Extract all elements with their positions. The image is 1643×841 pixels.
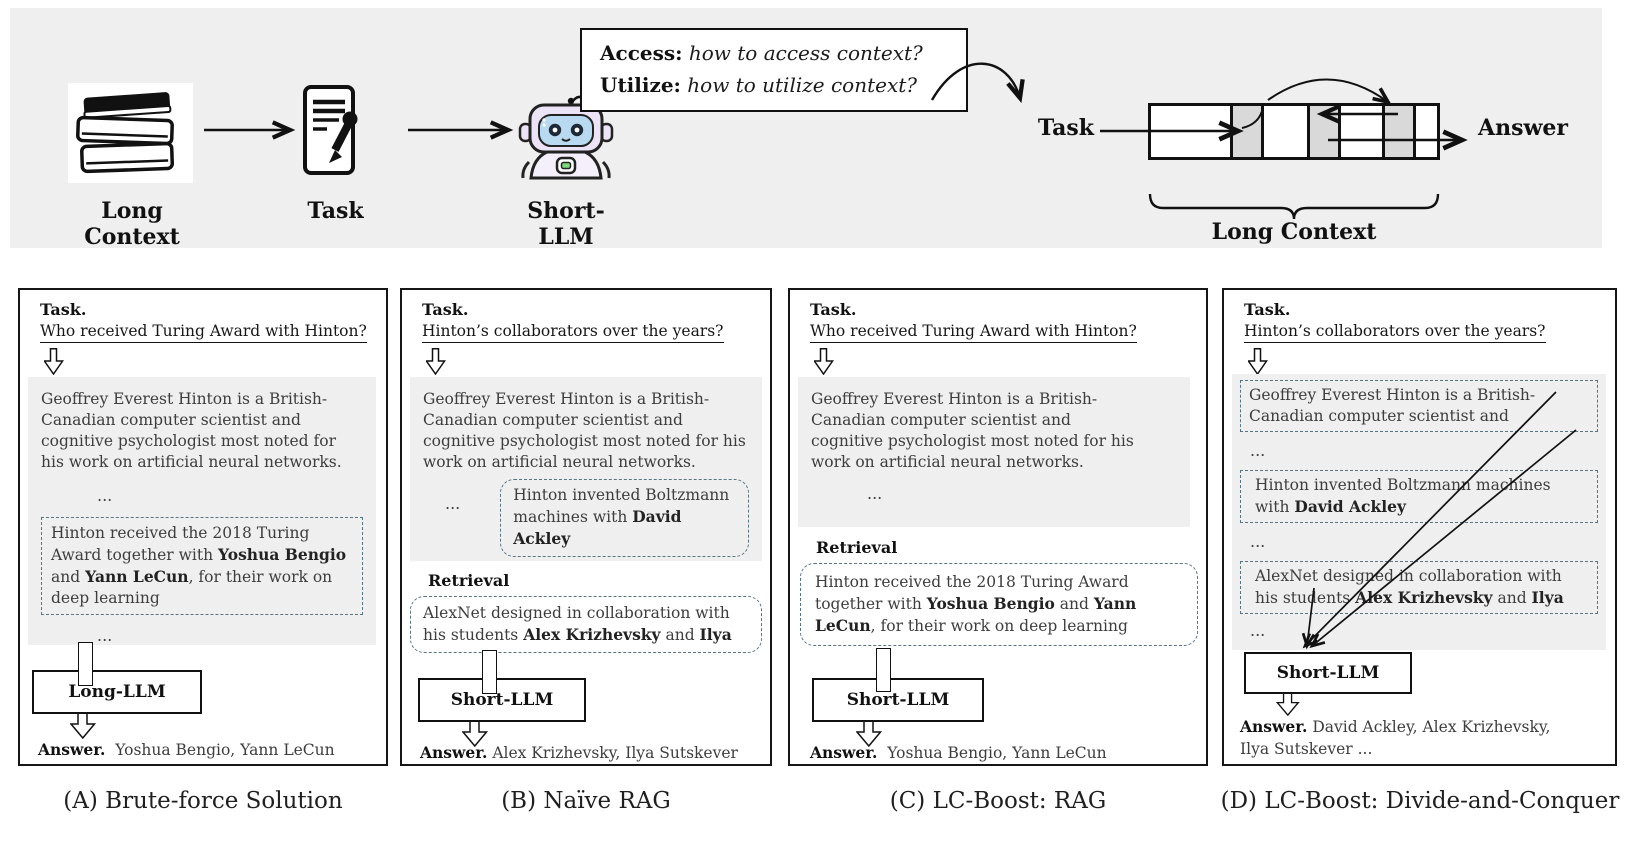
context-chunk-selected <box>1232 106 1264 157</box>
context-box: Geoffrey Everest Hinton is a British-Can… <box>1232 374 1606 650</box>
ellipsis: ... <box>97 626 113 646</box>
long-context-label: Long Context <box>84 198 180 250</box>
bubble-utilize-line: Utilize: how to utilize context? <box>600 73 918 98</box>
ellipsis: ... <box>1250 620 1266 640</box>
hollow-down-arrow-icon <box>426 348 446 375</box>
context-chunk-selected <box>1385 106 1417 157</box>
context-chunk <box>1151 106 1233 157</box>
arrow-shaft-to-llm <box>876 648 891 692</box>
retrieved-box-turing: Hinton received the 2018 Turing Award to… <box>800 563 1198 647</box>
caption-c: (C) LC-Boost: RAG <box>889 788 1107 814</box>
flow-long-context-label: Long Context <box>1211 219 1377 245</box>
context-box: Geoffrey Everest Hinton is a British-Can… <box>798 377 1190 527</box>
task-question: Hinton’s collaborators over the years? <box>422 322 724 343</box>
retrieved-box-alexnet: AlexNet designed in collaboration with h… <box>410 596 762 654</box>
chunk-box-3: AlexNet designed in collaboration with h… <box>1240 560 1598 614</box>
evidence-box-boltzmann: Hinton invented Boltzmann machines with … <box>500 479 749 557</box>
arrow-arc-over-bar <box>1267 78 1388 102</box>
short-llm-label: Short-LLM <box>527 198 605 250</box>
flow-task-label: Task <box>1037 115 1094 141</box>
overview-banner: Long Context Task <box>10 8 1602 250</box>
robot-icon <box>518 88 614 188</box>
retrieval-label: Retrieval <box>428 571 510 590</box>
llm-box: Short-LLM <box>418 678 586 722</box>
task-heading: Task. <box>40 300 87 319</box>
context-chunk-selected <box>1309 106 1342 157</box>
caption-d: (D) LC-Boost: Divide-and-Conquer <box>1220 788 1620 814</box>
evidence-box-turing: Hinton received the 2018 Turing Award to… <box>41 517 363 616</box>
panel-c-lcboost-rag: Task. Who received Turing Award with Hin… <box>788 288 1208 766</box>
hollow-down-arrow-icon <box>814 348 834 375</box>
chunk-box-2: Hinton invented Boltzmann machines with … <box>1240 469 1598 524</box>
speech-bubble: Access: how to access context? Utilize: … <box>580 28 968 112</box>
ellipsis: ... <box>867 484 883 504</box>
llm-box: Short-LLM <box>812 678 984 722</box>
arrow-shaft-to-llm <box>482 650 497 694</box>
answer-row: Answer. Yoshua Bengio, Yann LeCun <box>810 743 1107 762</box>
task-heading: Task. <box>810 300 857 319</box>
context-box: Geoffrey Everest Hinton is a British-Can… <box>410 377 762 561</box>
books-icon <box>68 83 193 183</box>
task-question: Hinton’s collaborators over the years? <box>1244 322 1546 343</box>
panel-d-divide-and-conquer: Task. Hinton’s collaborators over the ye… <box>1222 288 1617 766</box>
task-heading: Task. <box>1244 300 1291 319</box>
context-paragraph: Geoffrey Everest Hinton is a British-Can… <box>811 390 1134 472</box>
context-row: ... Hinton invented Boltzmann machines w… <box>423 479 749 557</box>
ellipsis: ... <box>1250 532 1266 552</box>
ellipsis: ... <box>1250 441 1266 461</box>
hollow-down-arrow-icon <box>1248 348 1268 375</box>
long-context-bar <box>1148 103 1440 160</box>
panel-a-brute-force: Task. Who received Turing Award with Hin… <box>18 288 388 766</box>
context-chunk <box>1341 106 1386 157</box>
flow-answer-label: Answer <box>1478 115 1568 141</box>
arrow-shaft-to-llm <box>78 642 93 686</box>
ellipsis: ... <box>445 494 461 514</box>
context-box: Geoffrey Everest Hinton is a British-Can… <box>28 377 376 645</box>
hollow-down-arrow-icon <box>1276 691 1300 716</box>
answer-row: Answer. David Ackley, Alex Krizhevsky, I… <box>1240 717 1551 758</box>
task-heading: Task. <box>422 300 469 319</box>
task-document-icon <box>302 84 364 178</box>
hollow-down-arrow-icon <box>70 711 96 739</box>
caption-b: (B) Naïve RAG <box>501 788 671 814</box>
llm-box: Long-LLM <box>32 670 202 714</box>
caption-a: (A) Brute-force Solution <box>63 788 343 814</box>
chunk-box-1: Geoffrey Everest Hinton is a British-Can… <box>1240 380 1598 433</box>
panel-b-naive-rag: Task. Hinton’s collaborators over the ye… <box>400 288 772 766</box>
context-paragraph: Geoffrey Everest Hinton is a British-Can… <box>41 390 342 472</box>
task-label: Task <box>307 198 364 224</box>
curly-brace-icon <box>1148 193 1440 220</box>
ellipsis: ... <box>97 486 113 506</box>
task-question: Who received Turing Award with Hinton? <box>40 322 367 343</box>
retrieval-label: Retrieval <box>816 538 898 557</box>
bubble-access-line: Access: how to access context? <box>600 41 923 65</box>
answer-row: Answer. Yoshua Bengio, Yann LeCun <box>38 740 335 759</box>
task-question: Who received Turing Award with Hinton? <box>810 322 1137 343</box>
llm-box: Short-LLM <box>1244 652 1412 694</box>
context-chunk <box>1264 106 1310 157</box>
context-chunk <box>1416 106 1437 157</box>
context-paragraph: Geoffrey Everest Hinton is a British-Can… <box>423 390 746 472</box>
hollow-down-arrow-icon <box>44 348 64 375</box>
answer-row: Answer. Alex Krizhevsky, Ilya Sutskever <box>420 743 738 762</box>
